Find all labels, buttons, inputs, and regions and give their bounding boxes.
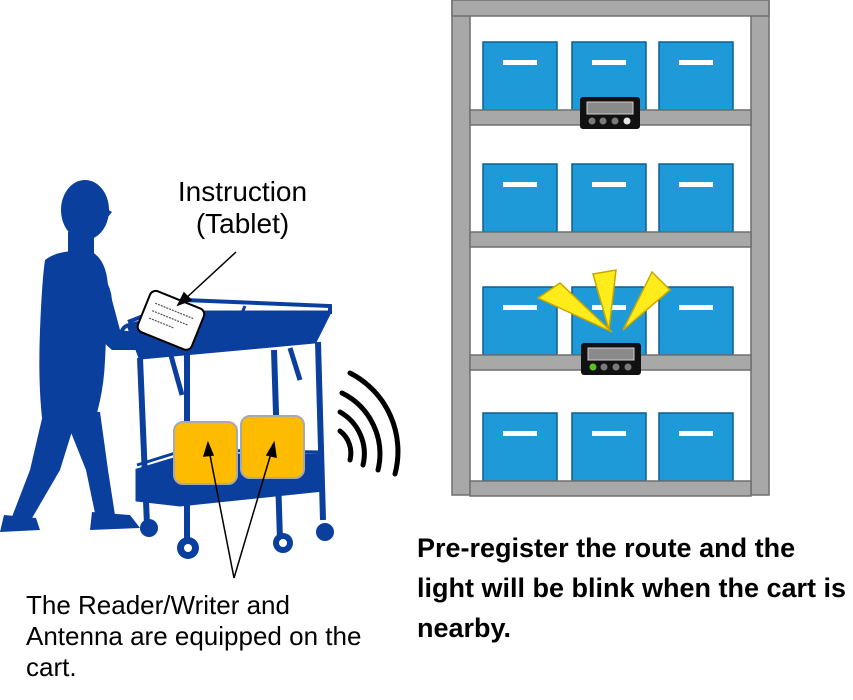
shelf-post-left <box>451 0 471 496</box>
instruction-tablet-label: Instruction (Tablet) <box>140 176 345 240</box>
storage-box <box>658 412 734 482</box>
storage-box <box>482 41 558 111</box>
radio-wave-icon <box>337 370 401 477</box>
flash-ray-center <box>592 269 617 331</box>
cart-wheels <box>140 519 334 559</box>
box-label-strip <box>592 431 626 436</box>
box-label-strip <box>679 431 713 436</box>
box-label-strip <box>679 305 713 310</box>
pointer-lines <box>176 251 277 579</box>
box-label-strip <box>679 182 713 187</box>
instruction-label: Instruction <box>177 176 308 207</box>
storage-box <box>482 412 558 482</box>
worker-silhouette <box>0 180 160 532</box>
box-label-strip <box>503 182 537 187</box>
shelf-top-board <box>451 0 770 17</box>
reader-writer-label: The Reader/Writer and Antenna are equipp… <box>26 590 362 682</box>
box-label-strip <box>592 60 626 65</box>
storage-box <box>571 163 647 233</box>
storage-box <box>658 163 734 233</box>
indicator-light-blinking <box>581 343 641 375</box>
box-label-strip <box>503 60 537 65</box>
route-description: Pre-register the route and the light wil… <box>417 533 847 643</box>
storage-box <box>658 41 734 111</box>
shelf-board <box>469 480 752 497</box>
blink-flash <box>536 269 672 333</box>
storage-box <box>571 412 647 482</box>
storage-box <box>482 286 558 356</box>
indicator-light <box>580 97 640 129</box>
box-label-strip <box>503 305 537 310</box>
box-label-strip <box>592 182 626 187</box>
box-label-strip <box>679 60 713 65</box>
storage-box <box>482 163 558 233</box>
tablet-icon <box>136 289 206 351</box>
flash-ray-left <box>536 282 613 333</box>
shelf-post-right <box>750 0 770 496</box>
box-label-strip <box>503 431 537 436</box>
storage-box <box>658 286 734 356</box>
flash-ray-right <box>622 270 672 331</box>
shelf-board <box>469 231 752 248</box>
tablet-label: (Tablet) <box>195 208 290 239</box>
shelf-unit <box>451 0 770 497</box>
